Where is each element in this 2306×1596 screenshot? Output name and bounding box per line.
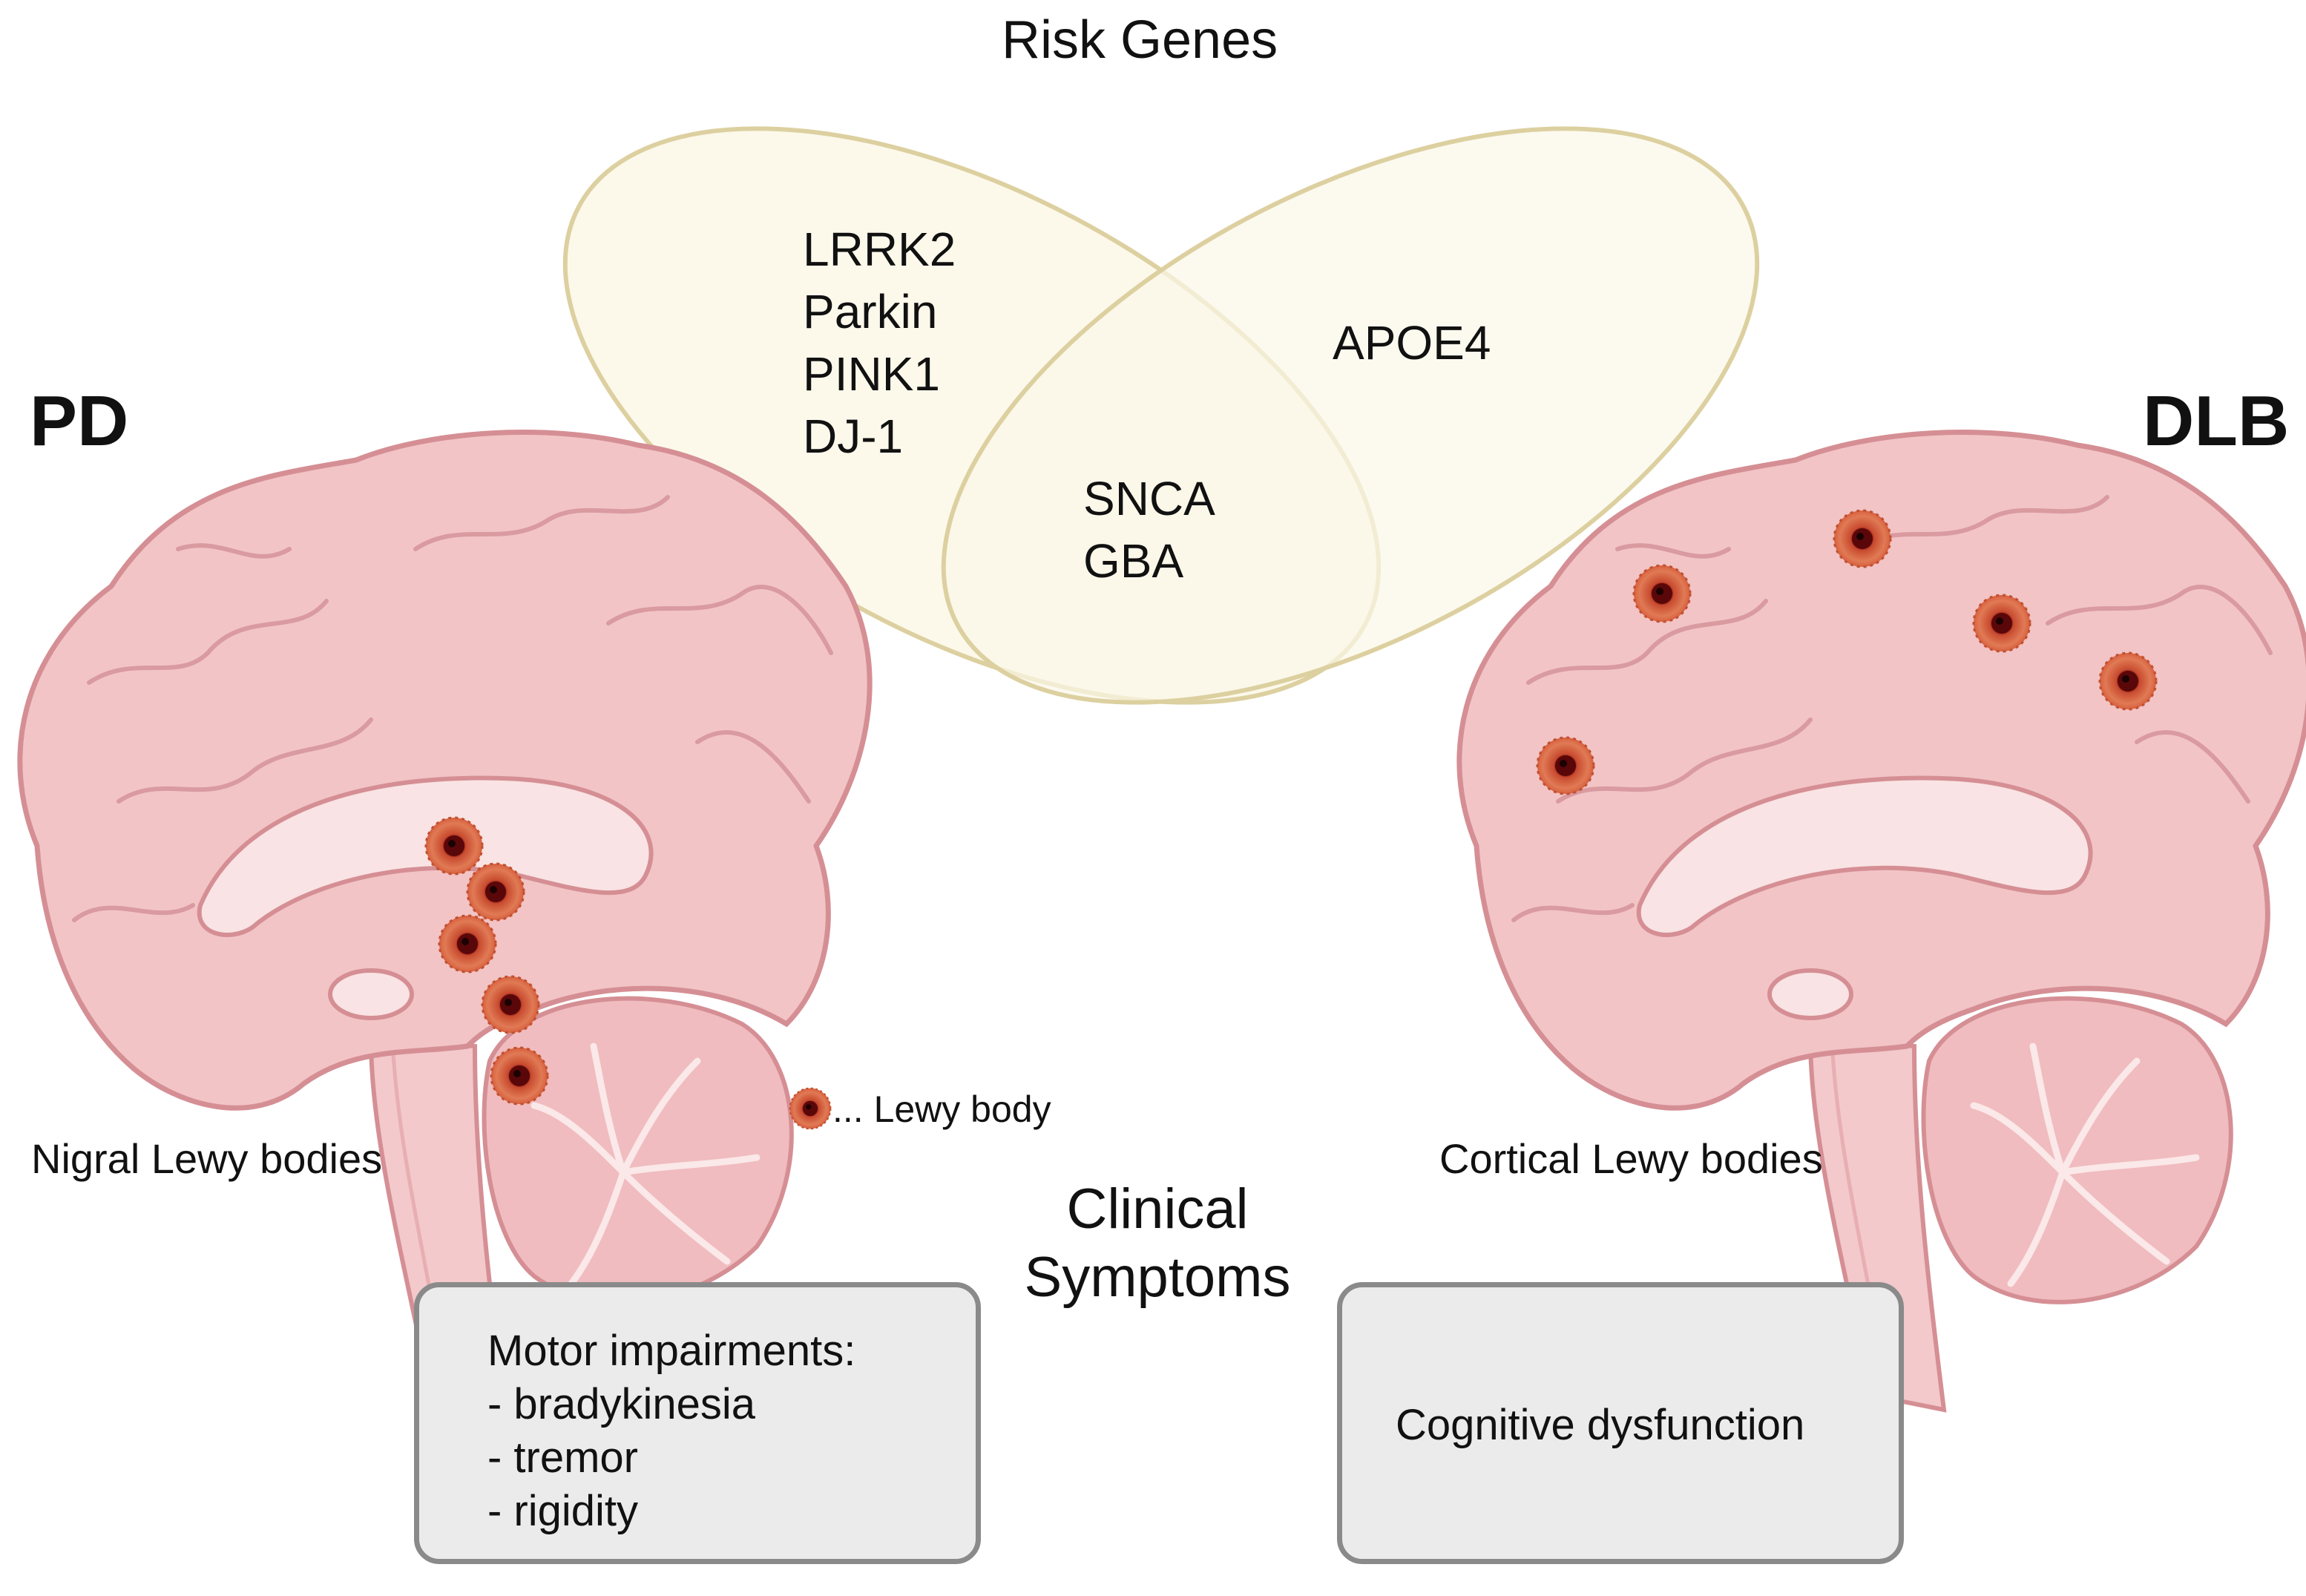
pd-caption: Nigral Lewy bodies xyxy=(31,1135,383,1182)
lewy-body-icon xyxy=(2098,651,2158,711)
dlb-symptoms-text: Cognitive dysfunction xyxy=(1396,1399,1804,1452)
gene-label: APOE4 xyxy=(1333,316,1491,370)
venn-right-genes: APOE4 xyxy=(1333,312,1491,374)
clinical-title-line: Symptoms xyxy=(1024,1246,1291,1309)
lewy-body-icon xyxy=(1632,564,1692,623)
gene-label: LRRK2 xyxy=(803,223,956,276)
legend-text: ... Lewy body xyxy=(832,1088,1051,1130)
legend-lewy-body-icon xyxy=(789,1087,832,1130)
symptom-line: - rigidity xyxy=(487,1487,639,1535)
symptom-line: - tremor xyxy=(487,1434,638,1482)
lewy-body-icon xyxy=(1536,736,1595,795)
dlb-symptoms-box: Cognitive dysfunction xyxy=(1337,1282,1904,1564)
gene-label: SNCA xyxy=(1083,472,1215,525)
venn-right-ellipse xyxy=(941,126,1760,705)
symptom-line: - bradykinesia xyxy=(487,1380,756,1428)
clinical-title-line: Clinical xyxy=(1066,1178,1249,1241)
gene-label: GBA xyxy=(1083,534,1184,588)
lewy-body-icon xyxy=(438,914,497,973)
dlb-title: DLB xyxy=(2143,381,2290,461)
pd-symptoms-text: Motor impairments: - bradykinesia - trem… xyxy=(487,1324,855,1538)
venn-left-genes: LRRK2 Parkin PINK1 DJ-1 xyxy=(803,218,956,467)
pd-symptoms-box: Motor impairments: - bradykinesia - trem… xyxy=(414,1282,981,1564)
venn-shared-genes: SNCA GBA xyxy=(1083,467,1215,592)
pd-brain-icon xyxy=(20,433,870,1410)
gene-label: PINK1 xyxy=(803,347,940,401)
pd-title: PD xyxy=(30,381,129,461)
symptom-line: Motor impairments: xyxy=(487,1327,856,1375)
symptom-line: Cognitive dysfunction xyxy=(1396,1401,1805,1449)
lewy-body-icon xyxy=(1833,509,1892,568)
dlb-caption: Cortical Lewy bodies xyxy=(1439,1135,1823,1182)
lewy-body-icon xyxy=(481,975,540,1034)
venn-title: Risk Genes xyxy=(1002,10,1278,70)
lewy-body-icon xyxy=(424,816,484,876)
lewy-body-icon xyxy=(490,1046,549,1106)
gene-label: DJ-1 xyxy=(803,410,904,463)
lewy-body-icon xyxy=(466,862,525,922)
lewy-body-icon xyxy=(1972,594,2031,653)
gene-label: Parkin xyxy=(803,285,938,338)
clinical-title: Clinical Symptoms xyxy=(1009,1175,1306,1312)
dlb-brain-icon xyxy=(1459,433,2306,1410)
